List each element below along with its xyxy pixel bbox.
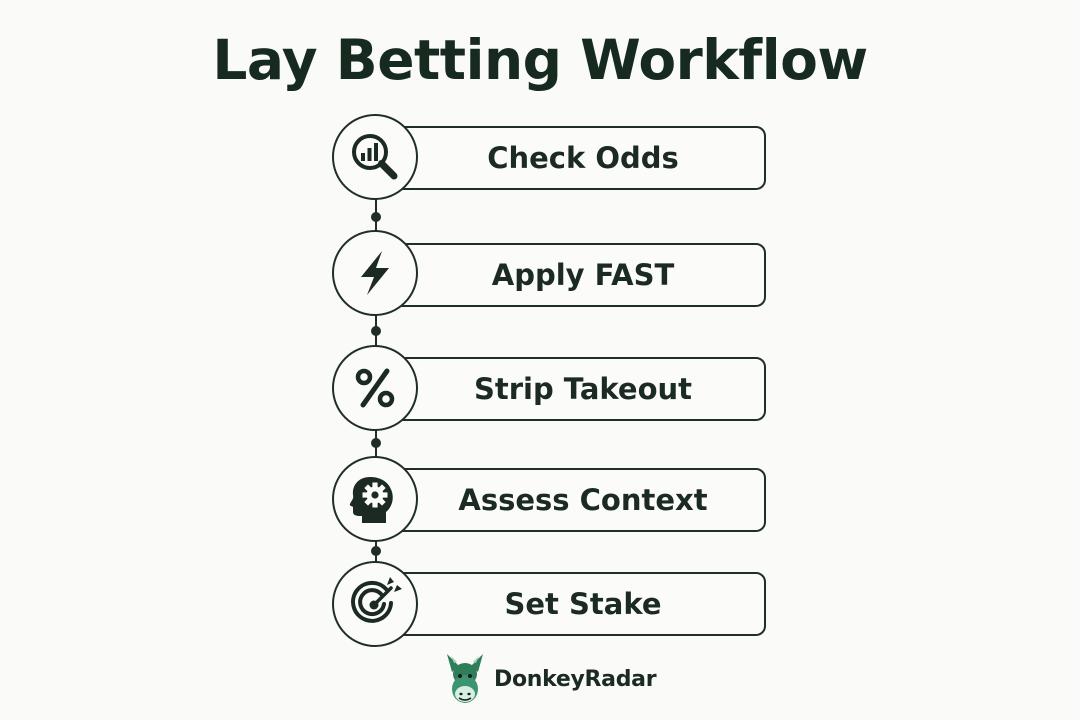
connector-dot xyxy=(371,546,381,556)
step-label-check-odds: Check Odds xyxy=(487,141,679,175)
step-box-apply-fast xyxy=(388,243,766,307)
step-label-apply-fast: Apply FAST xyxy=(491,258,675,292)
step-box-check-odds xyxy=(388,126,766,190)
step-box-assess-context xyxy=(388,468,766,532)
connector-dot xyxy=(371,326,381,336)
step-label-strip-takeout: Strip Takeout xyxy=(473,372,693,406)
percent-icon xyxy=(355,368,395,408)
head-gear-icon xyxy=(349,477,393,523)
brand-name: DonkeyRadar xyxy=(494,667,657,692)
connector-dot xyxy=(371,438,381,448)
step-box-set-stake xyxy=(388,572,766,636)
page-title: Lay Betting Workflow xyxy=(212,28,868,92)
lightning-bolt-icon xyxy=(361,251,389,295)
step-label-assess-context: Assess Context xyxy=(458,483,708,517)
target-arrow-icon xyxy=(351,577,402,623)
step-box-strip-takeout xyxy=(388,357,766,421)
connector-dot xyxy=(371,212,381,222)
magnifier-chart-icon xyxy=(352,134,398,180)
donkey-logo-icon xyxy=(447,654,483,703)
step-label-set-stake: Set Stake xyxy=(504,587,662,621)
